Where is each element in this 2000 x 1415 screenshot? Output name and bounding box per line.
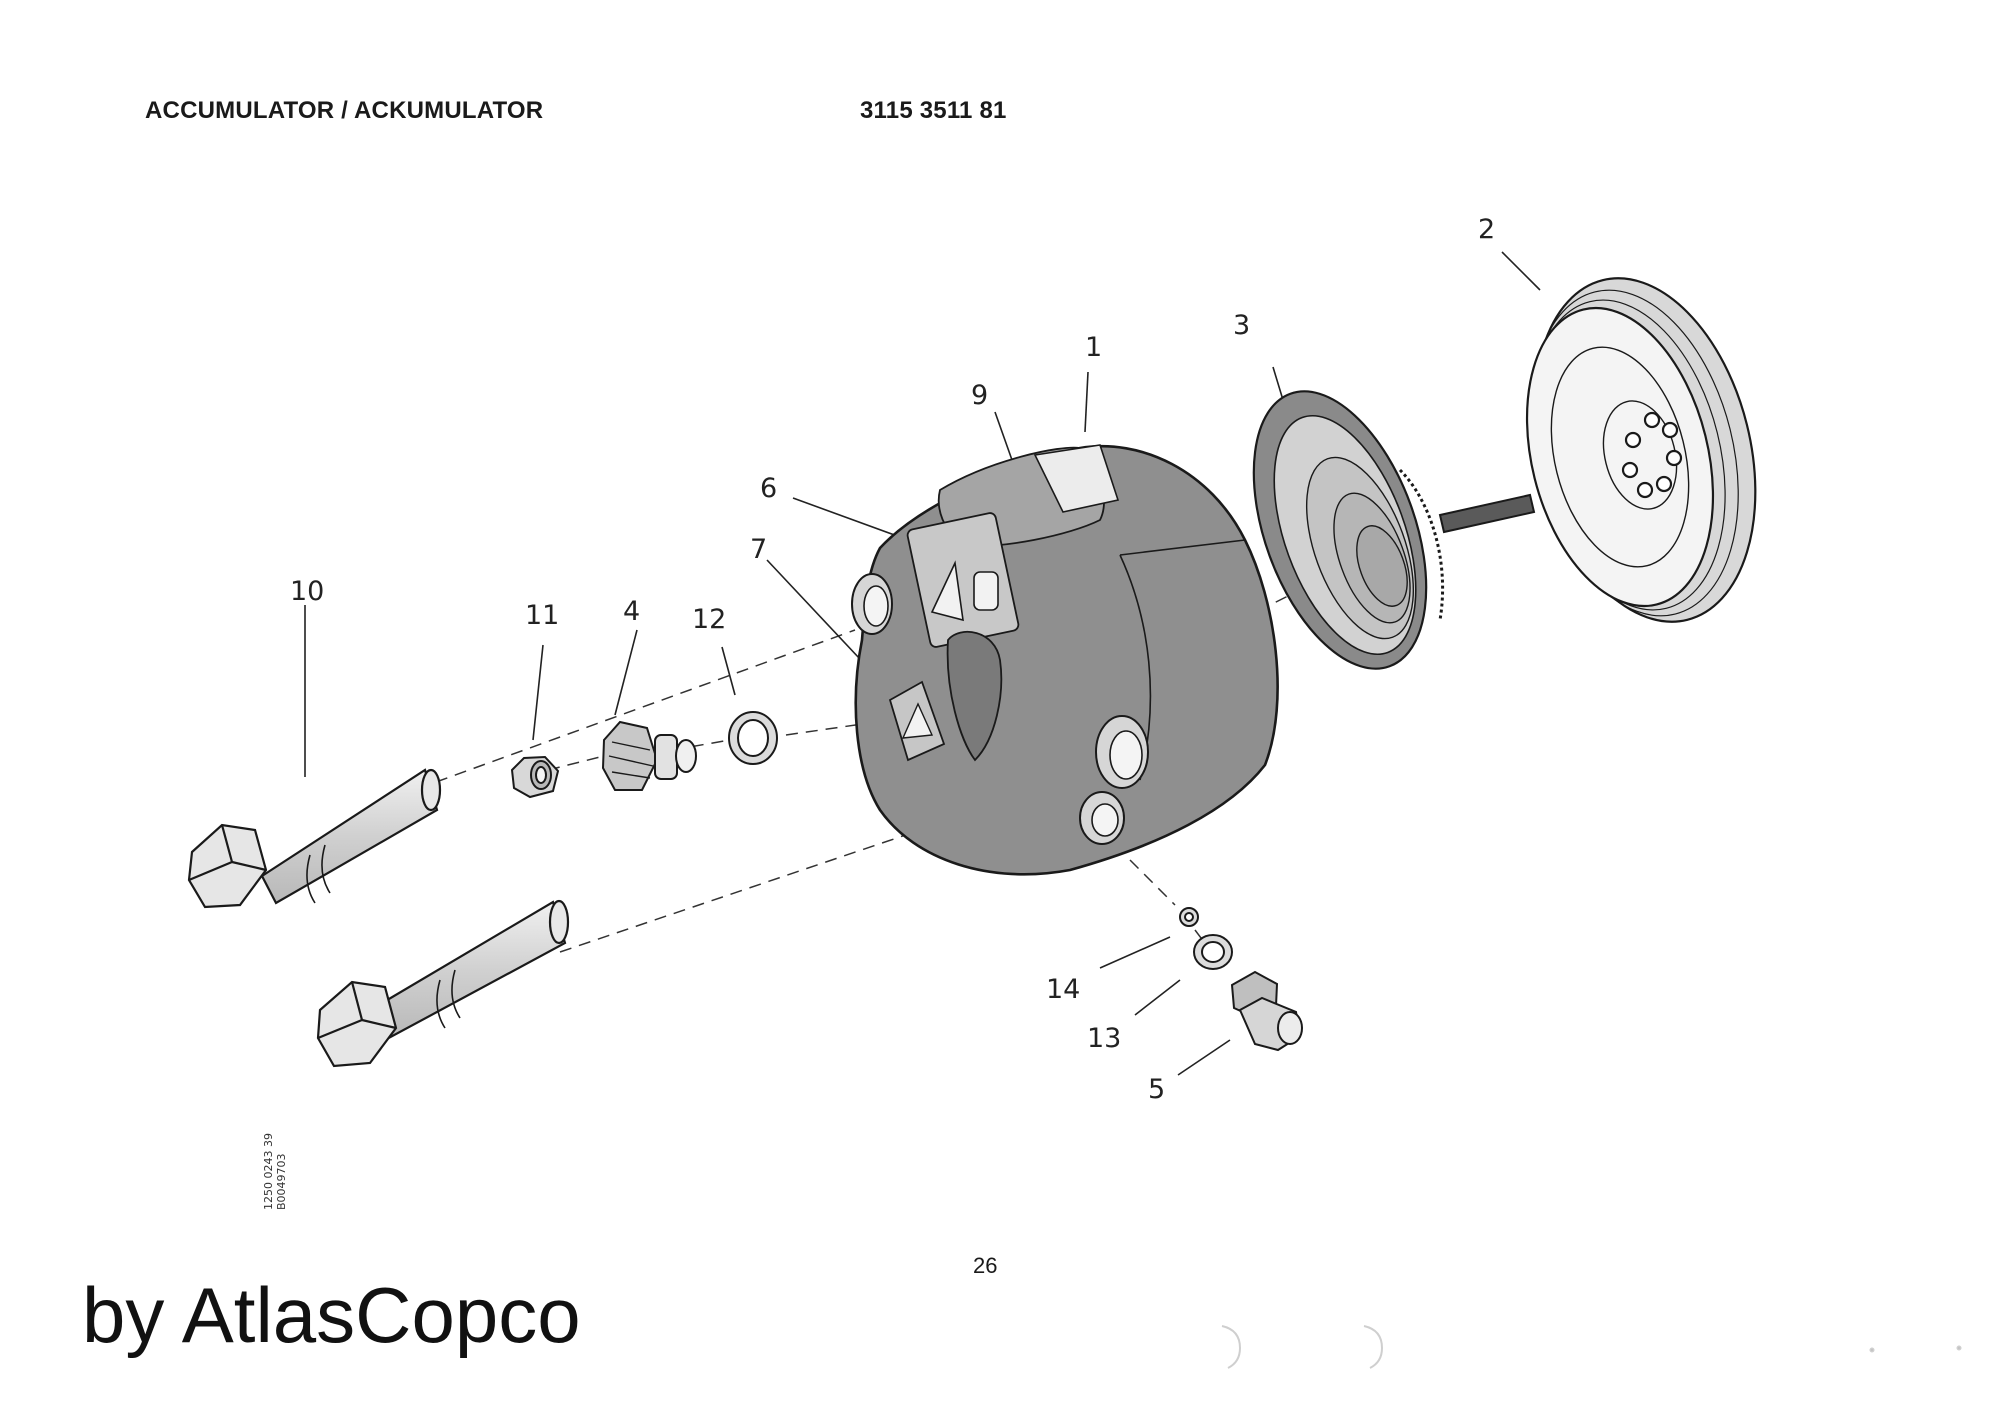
callout-10: 10 — [290, 576, 324, 607]
bolt-lower — [316, 899, 570, 1068]
callout-5: 5 — [1148, 1074, 1165, 1105]
callout-9: 9 — [971, 380, 988, 411]
valve-fitting — [601, 720, 697, 791]
drawing-reference: 1250 0243 39 B0049703 — [262, 1133, 288, 1210]
bolt-upper — [187, 768, 442, 909]
callout-12: 12 — [692, 604, 726, 635]
o-ring-12 — [728, 711, 778, 765]
o-ring-13 — [1193, 934, 1233, 970]
callout-4: 4 — [623, 596, 640, 627]
callout-3: 3 — [1233, 310, 1250, 341]
scan-artifacts — [1221, 1325, 1962, 1369]
page-title: ACCUMULATOR / ACKUMULATOR — [145, 97, 544, 124]
shaft — [1438, 493, 1536, 534]
callout-11: 11 — [525, 600, 559, 631]
reference-line-2: B0049703 — [275, 1153, 288, 1210]
callout-13: 13 — [1087, 1023, 1121, 1054]
callout-14: 14 — [1046, 974, 1080, 1005]
callout-2: 2 — [1478, 214, 1495, 245]
callout-6: 6 — [760, 473, 777, 504]
callout-1: 1 — [1085, 332, 1102, 363]
plug — [1230, 970, 1303, 1052]
brand-watermark: by AtlasCopco — [82, 1271, 581, 1359]
leader-lines — [304, 251, 1541, 1076]
o-ring-14 — [1179, 907, 1199, 927]
nut — [510, 755, 560, 799]
accumulator-body — [851, 444, 1279, 876]
callout-7: 7 — [750, 534, 767, 565]
piston-wheel — [1525, 277, 1757, 623]
page-number: 26 — [973, 1253, 998, 1278]
reference-line-1: 1250 0243 39 — [262, 1133, 275, 1210]
part-number: 3115 3511 81 — [860, 97, 1007, 124]
diaphragm — [1252, 390, 1445, 670]
